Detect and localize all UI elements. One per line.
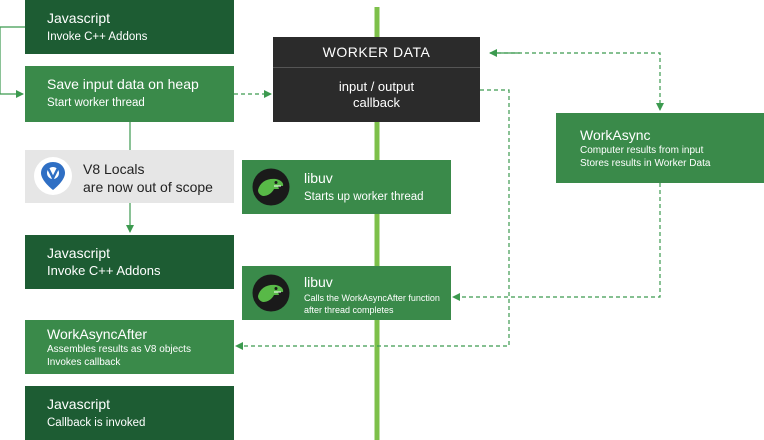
js-callback-box: Javascript Callback is invoked <box>25 386 234 440</box>
js-callback-subtitle: Callback is invoked <box>47 417 146 429</box>
worker-to-after-arrow <box>235 89 510 350</box>
work-async-after-title: WorkAsyncAfter <box>47 326 148 342</box>
work-async-box: WorkAsync Computer results from input St… <box>556 113 764 183</box>
worker-data-line2: callback <box>353 95 400 110</box>
js-callback-title: Javascript <box>47 396 111 412</box>
libuv-after-title: libuv <box>304 274 333 290</box>
libuv-start-subtitle: Starts up worker thread <box>304 191 424 203</box>
libuv-after-line1: Calls the WorkAsyncAfter function <box>304 293 440 303</box>
worker-data-box: WORKER DATA input / output callback <box>273 37 480 122</box>
save-input-box: Save input data on heap Start worker thr… <box>25 66 234 122</box>
v8-locals-line1: V8 Locals <box>83 161 145 177</box>
work-async-after-box: WorkAsyncAfter Assembles results as V8 o… <box>25 320 234 374</box>
js-invoke-box-1: Javascript Invoke C++ Addons <box>25 0 234 54</box>
libuv-start-title: libuv <box>304 170 333 186</box>
js-invoke-title: Javascript <box>47 10 111 26</box>
v8-locals-box: V8 Locals are now out of scope <box>25 150 234 203</box>
loop-connector <box>0 26 25 98</box>
libuv-after-line2: after thread completes <box>304 305 394 315</box>
v8-locals-line2: are now out of scope <box>83 179 213 195</box>
work-async-title: WorkAsync <box>580 127 651 143</box>
js-invoke-box-2: Javascript Invoke C++ Addons <box>25 235 234 289</box>
js-invoke2-line2: Invoke C++ Addons <box>47 263 161 278</box>
v8-pin-icon <box>34 157 72 195</box>
workasync-to-libuv-arrow <box>452 183 661 301</box>
work-async-after-line2: Invokes callback <box>47 357 121 368</box>
work-async-line2: Stores results in Worker Data <box>580 158 711 169</box>
js-invoke2-line1: Javascript <box>47 245 111 261</box>
worker-to-workasync-arrow <box>490 52 664 111</box>
save-input-title: Save input data on heap <box>47 76 199 92</box>
worker-data-title: WORKER DATA <box>273 37 480 68</box>
trex-icon <box>252 168 290 206</box>
worker-data-line1: input / output <box>338 79 415 94</box>
work-async-after-line1: Assembles results as V8 objects <box>47 344 191 355</box>
libuv-after-box: libuv Calls the WorkAsyncAfter function … <box>242 266 451 320</box>
libuv-start-box: libuv Starts up worker thread <box>242 160 451 214</box>
work-async-line1: Computer results from input <box>580 145 704 156</box>
save-input-subtitle: Start worker thread <box>47 97 145 109</box>
trex-icon <box>252 274 290 312</box>
js-invoke-subtitle: Invoke C++ Addons <box>47 31 148 43</box>
